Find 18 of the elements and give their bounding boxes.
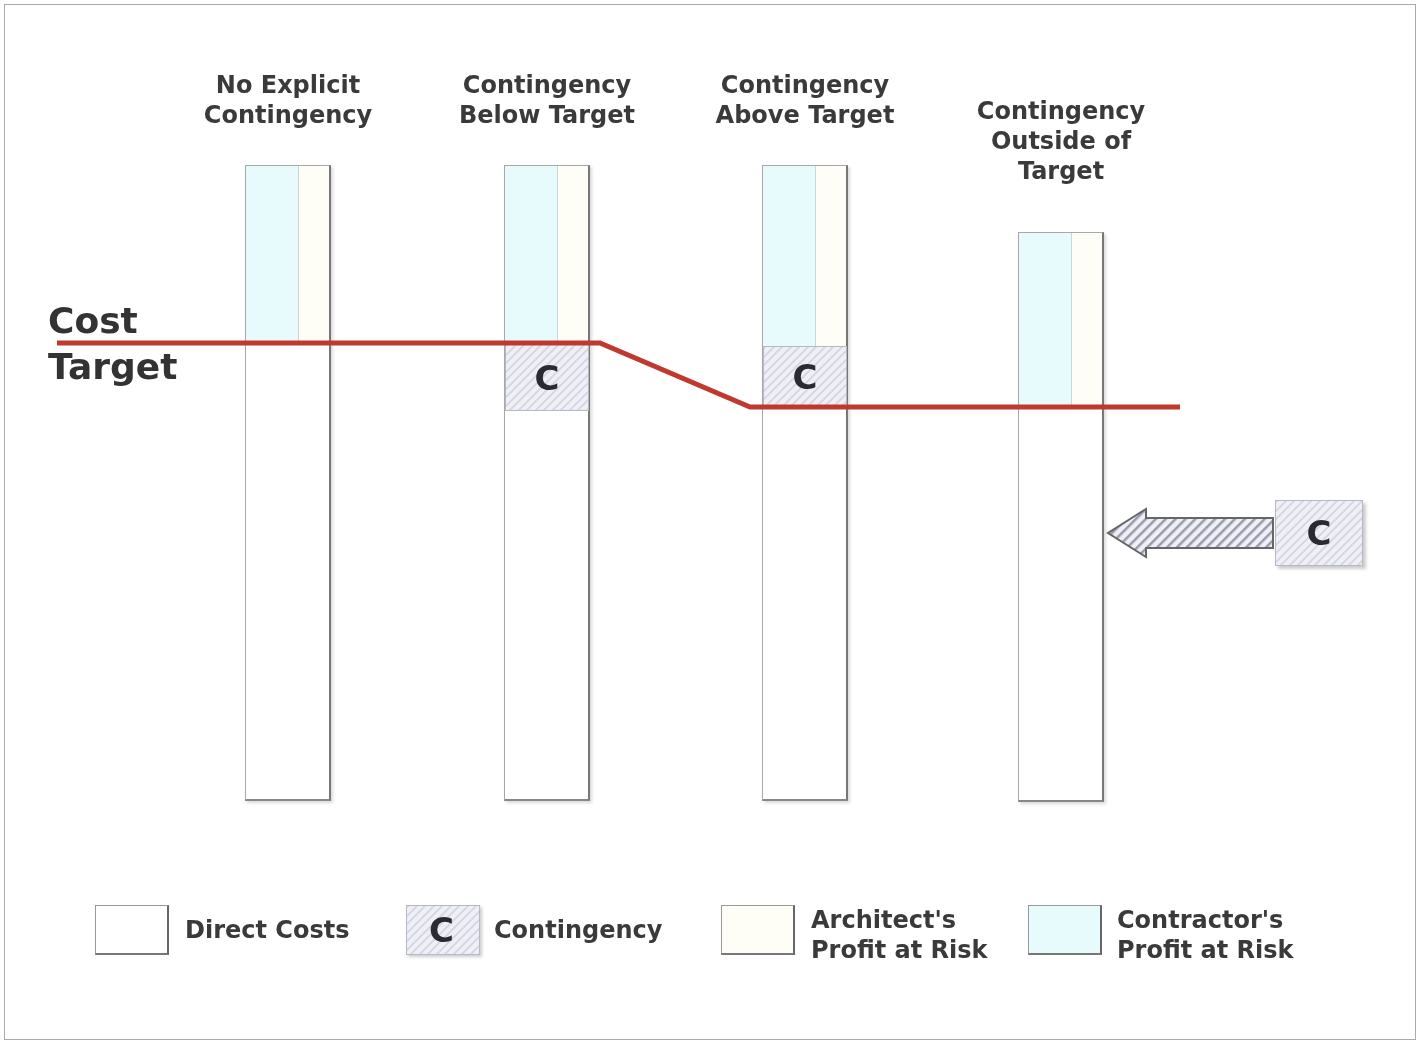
legend-label: Contingency bbox=[494, 915, 664, 945]
swatch-letter: C bbox=[429, 910, 454, 950]
column-heading: Contingency Below Target bbox=[457, 70, 637, 130]
contingency-block: C bbox=[505, 344, 589, 411]
column-heading: Contingency Above Target bbox=[714, 70, 896, 130]
cost-bar bbox=[762, 165, 848, 801]
block-arrow bbox=[1106, 507, 1274, 559]
column-heading: No Explicit Contingency bbox=[202, 70, 374, 130]
contingency-block: C bbox=[1275, 500, 1363, 566]
cost-bar bbox=[504, 165, 590, 801]
axis-label: Cost Target bbox=[48, 299, 179, 389]
legend-label: Contractor's Profit at Risk bbox=[1117, 905, 1295, 965]
cost-bar bbox=[245, 165, 331, 801]
contingency-block: C bbox=[763, 346, 847, 408]
legend-label: Architect's Profit at Risk bbox=[811, 905, 989, 965]
column-heading: Contingency Outside of Target bbox=[975, 96, 1147, 186]
legend-label: Direct Costs bbox=[185, 915, 351, 945]
cost-bar bbox=[1018, 232, 1104, 802]
